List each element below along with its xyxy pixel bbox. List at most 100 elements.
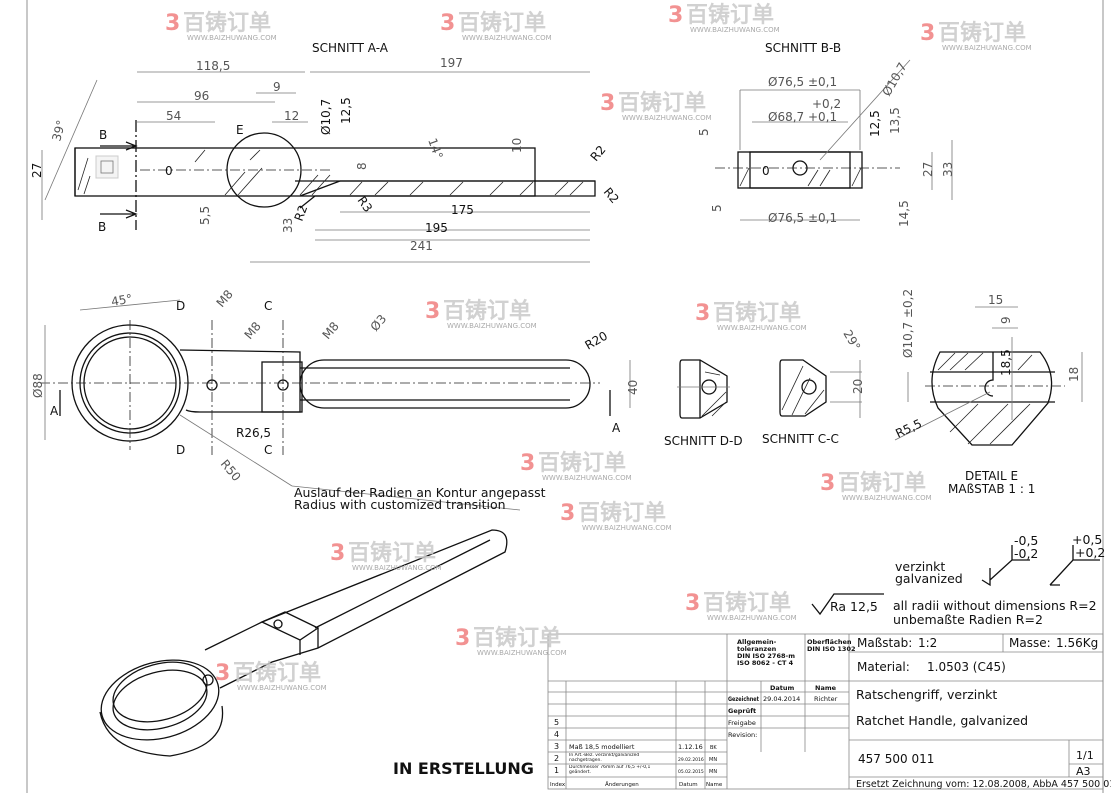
- handle-slot: [299, 359, 591, 409]
- dim-m8-3: M8: [320, 319, 342, 342]
- svg-text:WWW.BAIZHUWANG.COM: WWW.BAIZHUWANG.COM: [622, 114, 712, 122]
- tol-minus-top: -0,5: [1014, 533, 1038, 548]
- svg-text:百铸订单: 百铸订单: [938, 20, 1026, 46]
- svg-text:WWW.BAIZHUWANG.COM: WWW.BAIZHUWANG.COM: [717, 324, 807, 332]
- dim-r50: R50: [218, 457, 244, 484]
- drawn-label: Gezeichnet: [728, 696, 759, 703]
- svg-text:05.02.2015: 05.02.2015: [678, 769, 704, 775]
- revision-row: 1 Durchmesser 76mm auf 76,5 +/-0,1 geänd…: [554, 765, 717, 775]
- coating-de: verzinkt: [895, 559, 945, 574]
- svg-text:WWW.BAIZHUWANG.COM: WWW.BAIZHUWANG.COM: [352, 564, 442, 572]
- dim-27-b: 27: [921, 162, 935, 177]
- dim-39-deg: 39°: [49, 119, 68, 143]
- mass-label: Masse:: [1009, 636, 1051, 650]
- dim-20: 20: [851, 379, 865, 394]
- svg-text:3: 3: [215, 661, 230, 686]
- rev-header-changes: Änderungen: [605, 781, 639, 788]
- tol-plus-bottom: +0,2: [1075, 545, 1105, 560]
- surface-standard: Oberflächen DIN ISO 1302: [807, 638, 856, 653]
- rev-header-name: Name: [706, 782, 723, 788]
- dim-dia-3: Ø3: [368, 312, 390, 334]
- dim-dia-76-5-bottom: Ø76,5 ±0,1: [768, 211, 837, 225]
- dim-tol-plus-0-2: +0,2: [812, 97, 841, 111]
- svg-text:3: 3: [600, 91, 615, 116]
- dim-dia-10-7: Ø10,7: [319, 99, 333, 135]
- cut-a-left: A: [50, 404, 59, 418]
- dim-r2-top: R2: [588, 143, 609, 164]
- dim-29-deg: 29°: [840, 328, 863, 353]
- dim-40: 40: [626, 380, 640, 395]
- svg-text:百铸订单: 百铸订单: [838, 470, 926, 496]
- cut-b-label-top: B: [99, 128, 107, 142]
- dim-dia-68-7: Ø68,7 +0,1: [768, 110, 837, 124]
- cut-a-right: A: [612, 421, 621, 435]
- dim-r2-bottom: R2: [601, 185, 622, 206]
- revision-change-1: Durchmesser 76mm auf 76,5 +/-0,1 geänder…: [569, 765, 651, 775]
- svg-text:3: 3: [455, 626, 470, 651]
- svg-text:3: 3: [165, 11, 180, 36]
- svg-text:WWW.BAIZHUWANG.COM: WWW.BAIZHUWANG.COM: [187, 34, 277, 42]
- dim-45-deg: 45°: [110, 291, 133, 308]
- svg-text:WWW.BAIZHUWANG.COM: WWW.BAIZHUWANG.COM: [842, 494, 932, 502]
- dim-9-e: 9: [999, 316, 1013, 324]
- checked-label: Geprüft: [728, 707, 756, 715]
- detail-e-title: DETAIL E: [965, 469, 1018, 483]
- dim-96: 96: [194, 89, 209, 103]
- paper-format: A3: [1076, 765, 1091, 778]
- dim-33-b: 33: [941, 162, 955, 177]
- svg-text:Maß 18,5 modelliert: Maß 18,5 modelliert: [569, 743, 635, 751]
- dim-54: 54: [166, 109, 181, 123]
- svg-text:WWW.BAIZHUWANG.COM: WWW.BAIZHUWANG.COM: [237, 684, 327, 692]
- dim-118-5: 118,5: [196, 59, 230, 73]
- section-b-b-body: [737, 151, 863, 189]
- svg-text:3: 3: [520, 451, 535, 476]
- material-value: 1.0503 (C45): [927, 660, 1006, 674]
- dim-12-5-b: 12,5: [868, 110, 882, 137]
- scale-label: Maßstab:: [857, 636, 912, 650]
- dim-18-5: 18,5: [999, 349, 1013, 376]
- revision-table: 5 4 3 Maß 18,5 modelliert 1.12.16 BK 2 I…: [550, 718, 723, 788]
- svg-text:百铸订单: 百铸订单: [233, 660, 321, 686]
- title-en: Ratchet Handle, galvanized: [856, 713, 1028, 728]
- radius-note-en: Radius with customized transition: [294, 497, 506, 512]
- cut-b-label-bottom: B: [98, 220, 106, 234]
- revision-row: 2 In Art.-Bez. verzinkt/galvanized nachg…: [554, 753, 717, 763]
- scale-value: 1:2: [918, 636, 937, 650]
- dim-197: 197: [440, 56, 463, 70]
- radius-note-de: Auslauf der Radien an Kontur angepasst: [294, 485, 546, 500]
- svg-text:1: 1: [554, 766, 559, 775]
- svg-text:百铸订单: 百铸订单: [618, 90, 706, 116]
- svg-text:3: 3: [695, 301, 710, 326]
- radii-note-en: all radii without dimensions R=2: [893, 598, 1097, 613]
- svg-text:3: 3: [560, 501, 575, 526]
- roughness-value: Ra 12,5: [830, 599, 878, 614]
- cut-c-bottom: C: [264, 443, 272, 457]
- svg-text:3: 3: [330, 541, 345, 566]
- svg-text:百铸订单: 百铸订单: [183, 10, 271, 36]
- material-label: Material:: [857, 660, 910, 674]
- svg-text:百铸订单: 百铸订单: [538, 450, 626, 476]
- dim-r2-left: R2: [292, 203, 311, 223]
- replaces-drawing: Ersetzt Zeichnung vom: 12.08.2008, AbbA …: [856, 779, 1111, 790]
- svg-text:百铸订单: 百铸订单: [458, 10, 546, 36]
- dim-r26-5: R26,5: [236, 426, 271, 440]
- surface-roughness-symbol: [811, 593, 884, 616]
- section-a-a-title: SCHNITT A-A: [312, 41, 389, 55]
- detail-e-scale: MAßSTAB 1 : 1: [948, 482, 1035, 496]
- svg-text:5: 5: [554, 718, 559, 727]
- calculator-icon[interactable]: [95, 155, 119, 179]
- name-header: Name: [815, 684, 837, 692]
- status-in-erstellung: IN ERSTELLUNG: [393, 759, 534, 778]
- revision-row: 3 Maß 18,5 modelliert 1.12.16 BK: [554, 742, 717, 751]
- svg-text:3: 3: [425, 299, 440, 324]
- section-c-c-title: SCHNITT C-C: [762, 432, 839, 446]
- svg-text:百铸订单: 百铸订单: [713, 300, 801, 326]
- dim-0: 0: [165, 164, 173, 178]
